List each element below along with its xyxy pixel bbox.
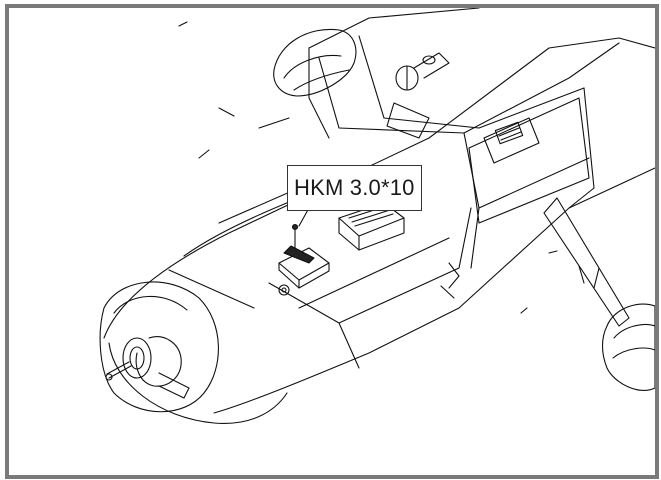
left-wheel-fairing bbox=[273, 28, 357, 97]
part-callout-label: HKM 3.0*10 bbox=[287, 165, 422, 211]
fuel-cap bbox=[386, 52, 450, 139]
servo-assembly bbox=[278, 207, 330, 296]
figure-frame: HKM 3.0*10 bbox=[5, 4, 659, 479]
right-landing-gear bbox=[543, 197, 655, 391]
panel-details bbox=[178, 21, 600, 314]
aircraft-line-drawing bbox=[99, 8, 655, 424]
engine-cowling bbox=[99, 281, 219, 413]
fuselage bbox=[103, 37, 655, 424]
callout-text: HKM 3.0*10 bbox=[294, 175, 415, 200]
propeller-shaft bbox=[105, 337, 152, 381]
cockpit-frame bbox=[308, 8, 620, 269]
side-door-panel bbox=[468, 97, 590, 224]
